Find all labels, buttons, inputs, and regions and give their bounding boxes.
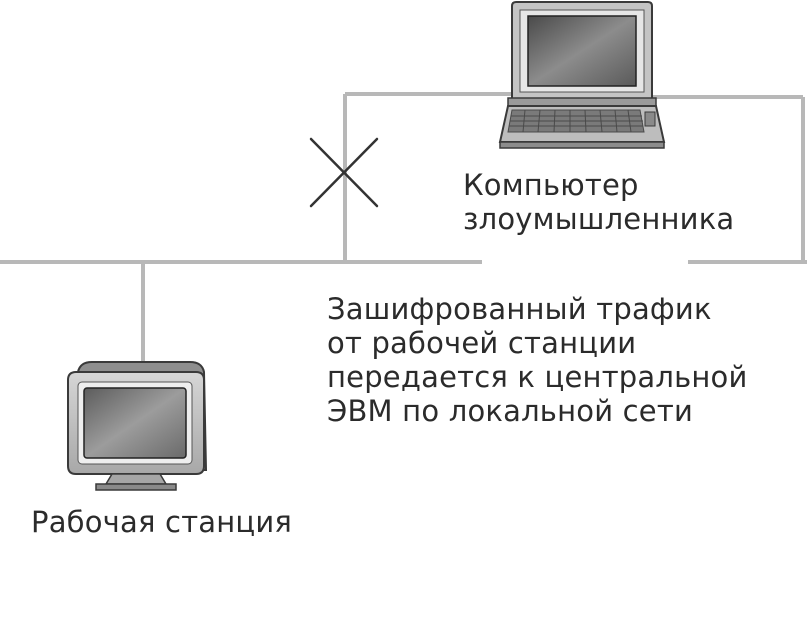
workstation-label: Рабочая станция	[31, 505, 293, 539]
crt-monitor-icon	[67, 361, 208, 491]
cut-cross-icon	[309, 137, 379, 208]
traffic-label-line: передается к центральной	[327, 360, 748, 394]
attacker-computer-label: Компьютер злоумышленника	[463, 168, 734, 236]
traffic-label-line: от рабочей станции	[327, 326, 637, 360]
traffic-label-line: ЭВМ по локальной сети	[327, 394, 693, 428]
attacker-label-line: злоумышленника	[463, 202, 735, 236]
network-cables	[0, 92, 807, 368]
traffic-label-line: Зашифрованный трафик	[327, 292, 712, 326]
attacker-label-line: Компьютер	[463, 168, 639, 202]
encrypted-traffic-label: Зашифрованный трафик от рабочей станции …	[327, 292, 748, 428]
laptop-icon	[498, 1, 666, 149]
